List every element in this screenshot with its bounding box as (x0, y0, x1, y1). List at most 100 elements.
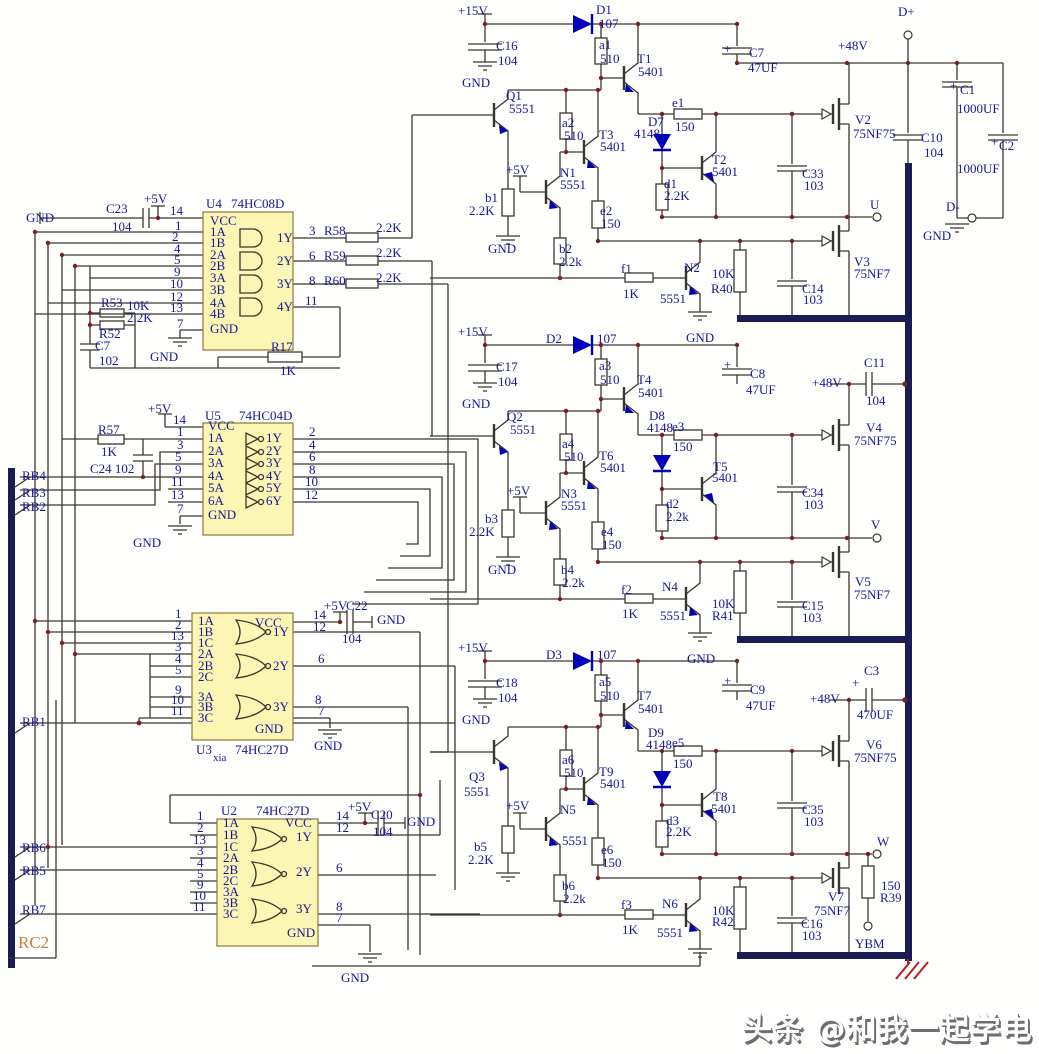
schematic-label: C24 102 (90, 461, 135, 476)
schematic-label: 10 (305, 474, 318, 489)
schematic-label: N3 (561, 486, 577, 501)
schematic-label: C20 (371, 807, 393, 822)
schematic-label: C7 (749, 45, 765, 60)
schematic-label: 74HC27D (256, 803, 310, 818)
schematic-label: 3Y (277, 276, 293, 291)
schematic-label: 10K (127, 298, 150, 313)
schematic-label: 2B (198, 658, 214, 673)
schematic-label: V6 (866, 737, 882, 752)
schematic-label: 5 (175, 662, 182, 677)
schematic-label: 4148 (647, 420, 673, 435)
schematic-label: 150 (602, 855, 622, 870)
schematic-label: +48V (812, 375, 842, 390)
schematic-label: T4 (637, 372, 652, 387)
schematic-label: 12 (336, 820, 349, 835)
schematic-label: D9 (648, 725, 664, 740)
schematic-label: + (724, 673, 732, 688)
schematic-label: 5551 (660, 608, 686, 623)
schematic-label: C17 (496, 359, 518, 374)
schematic-label: C23 (106, 201, 128, 216)
schematic-label: 2Y (266, 443, 282, 458)
schematic-label: a1 (599, 37, 612, 52)
schematic-label: 8 (315, 692, 322, 707)
ic-u4 (202, 211, 294, 351)
schematic-label: W (877, 834, 890, 849)
schematic-label: C15 (802, 598, 824, 613)
schematic-label: GND (255, 721, 284, 736)
schematic-label: b1 (485, 190, 498, 205)
schematic-label: 3 (175, 639, 182, 654)
schematic-label: 6 (336, 860, 343, 875)
power-bus (8, 163, 912, 968)
schematic-label: V4 (866, 420, 882, 435)
schematic-label: GND (26, 210, 55, 225)
schematic-label: 5 (174, 252, 181, 267)
schematic-label: 104 (924, 145, 944, 160)
schematic-label: 14 (170, 203, 183, 218)
schematic-label: d1 (664, 176, 677, 191)
schematic-label: +5V (324, 598, 348, 613)
schematic-label: RB6 (22, 840, 46, 855)
schematic-label: R40 (711, 281, 733, 296)
schematic-label: 1K (280, 363, 296, 378)
schematic-label: 2.2K (469, 203, 495, 218)
schematic-label: 2.2K (468, 852, 494, 867)
schematic-label: N2 (684, 260, 700, 275)
schematic-label: 47UF (748, 60, 778, 75)
schematic-label: T9 (599, 764, 614, 779)
schematic-label: 2.2K (376, 270, 402, 285)
schematic-label: U4 (206, 196, 222, 211)
schematic-label: 10K (712, 596, 735, 611)
schematic-label: 4A (210, 295, 226, 310)
schematic-label: 4 (175, 651, 182, 666)
schematic-label: 9 (174, 264, 181, 279)
schematic-label: 3 (177, 437, 184, 452)
schematic-label: f1 (621, 261, 632, 276)
schematic-label: 6 (318, 651, 325, 666)
schematic-label: 13 (170, 300, 183, 315)
logic-resistors (97, 232, 379, 445)
schematic-label: a3 (599, 358, 612, 373)
schematic-label: 5 (175, 449, 182, 464)
schematic-label: 1Y (266, 430, 282, 445)
schematic-label: 8 (309, 462, 316, 477)
schematic-label: 5Y (266, 480, 282, 495)
schematic-label: 2A (198, 646, 214, 661)
schematic-label: 104 (866, 393, 886, 408)
schematic-label: 74HC27D (235, 742, 289, 757)
schematic-label: + (724, 41, 732, 56)
schematic-label: T6 (599, 448, 614, 463)
schematic-label: 150 (673, 756, 693, 771)
schematic-label: 1 (177, 424, 184, 439)
schematic-label: 1A (208, 430, 224, 445)
schematic-label: GND (686, 330, 715, 345)
schematic-label: R42 (712, 914, 734, 929)
schematic-label: 1B (210, 235, 226, 250)
schematic-label: +15V (458, 3, 488, 18)
schematic-label: R53 (101, 295, 123, 310)
schematic-label: U5 (205, 408, 221, 423)
schematic-label: 107 (597, 647, 617, 662)
schematic-label: 8 (336, 899, 343, 914)
schematic-label: 14 (313, 607, 326, 622)
schematic-label: 13 (193, 832, 206, 847)
schematic-label: 1000UF (957, 101, 1000, 116)
schematic-label: f3 (621, 897, 632, 912)
schematic-label: C18 (496, 675, 518, 690)
schematic-label: 3A (210, 270, 226, 285)
schematic-label: U3 (196, 742, 212, 757)
schematic-label: C34 (802, 485, 824, 500)
schematic-label: 150 (881, 878, 901, 893)
schematic-label: U2 (221, 803, 237, 818)
schematic-label: C35 (802, 802, 824, 817)
schematic-label: 1C (223, 839, 239, 854)
schematic-label: 1 (175, 218, 182, 233)
schematic-label: 1B (223, 827, 239, 842)
schematic-label: C1 (960, 82, 976, 97)
schematic-label: 1A (198, 613, 214, 628)
schematic-label: 13 (171, 487, 184, 502)
schematic-label: C14 (802, 281, 824, 296)
schematic-label: + (950, 78, 958, 93)
schematic-label: 2A (210, 247, 226, 262)
schematic-label: 3 (309, 223, 316, 238)
